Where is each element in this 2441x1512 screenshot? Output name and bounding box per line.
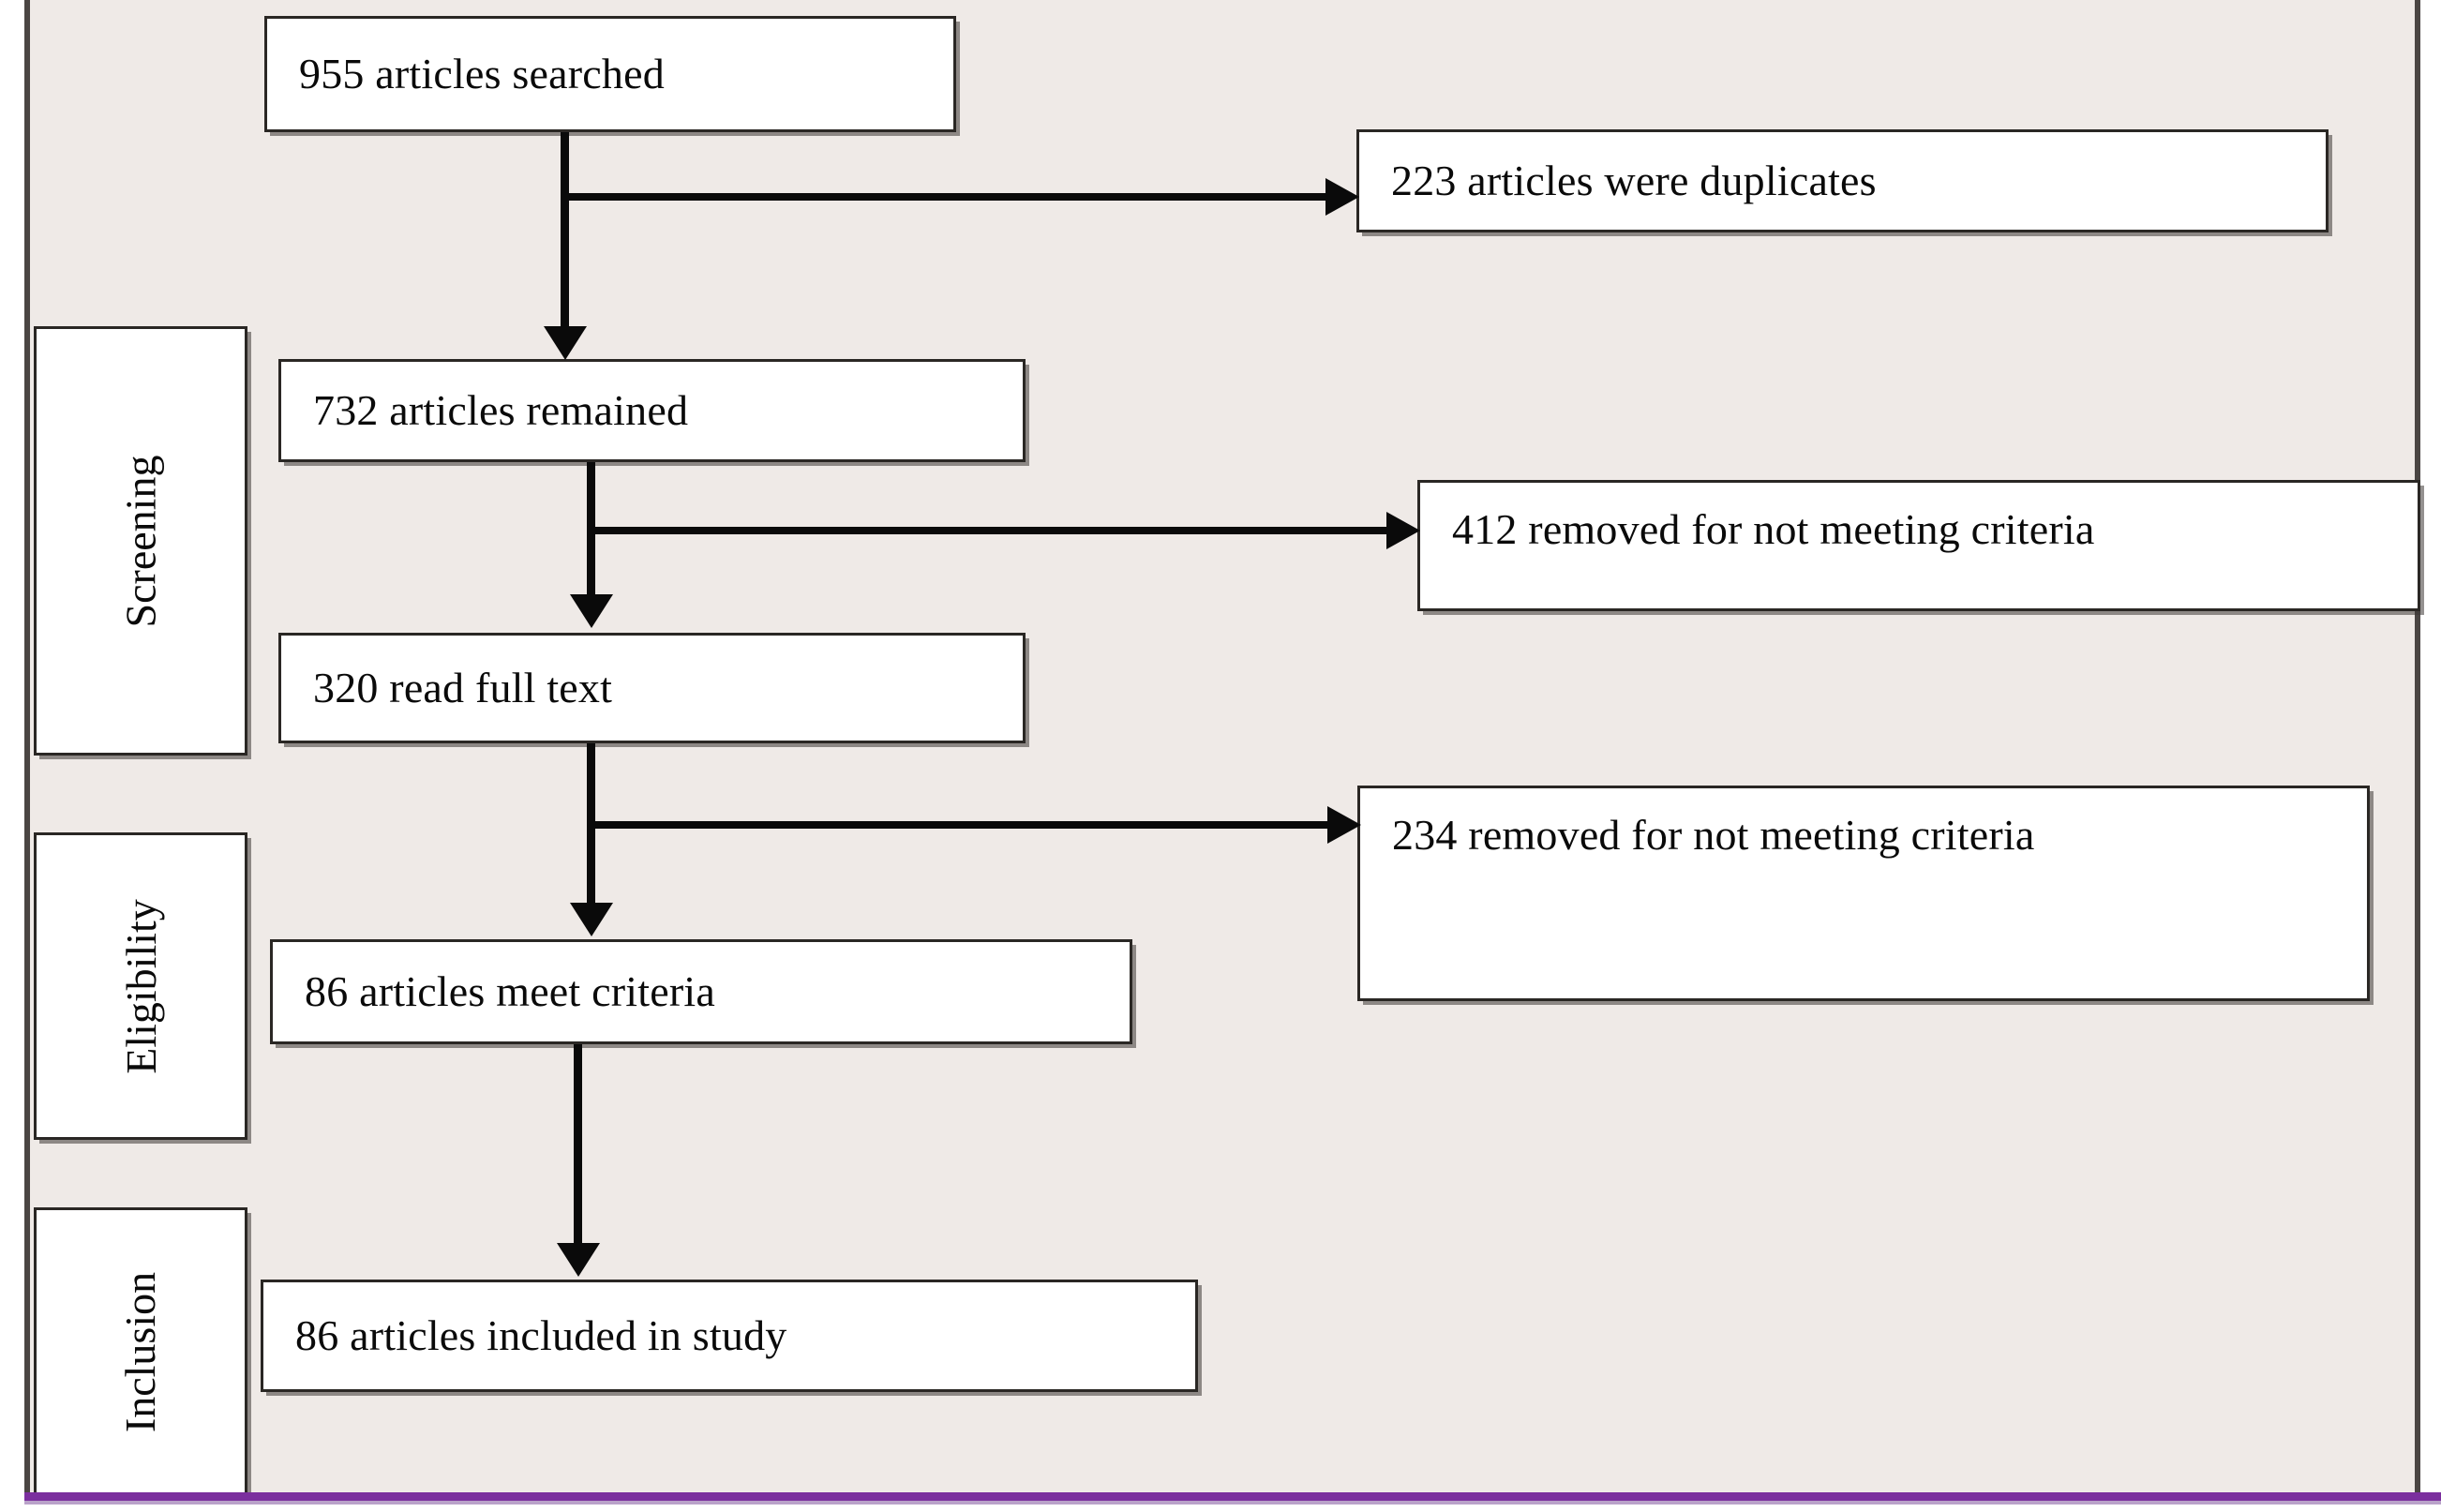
- connector-searched-trunk: [561, 132, 569, 334]
- connector-fulltext-to-removed2-arrowhead: [1327, 806, 1361, 844]
- flow-box-included-in-study-text: 86 articles included in study: [295, 1310, 787, 1359]
- connector-remained-to-fulltext-arrowhead: [570, 594, 613, 628]
- connector-fulltext-to-meet-arrowhead: [570, 903, 613, 936]
- stage-label-eligibility-text: Eligibility: [116, 898, 165, 1074]
- connector-searched-to-duplicates-arrowhead: [1325, 178, 1359, 216]
- flow-box-removed-not-meeting-criteria-2: 234 removed for not meeting criteria: [1357, 786, 2370, 1001]
- diagram-panel: [24, 0, 2420, 1498]
- flow-box-articles-searched: 955 articles searched: [264, 16, 956, 132]
- flow-box-removed-not-meeting-criteria-2-text: 234 removed for not meeting criteria: [1392, 811, 2035, 859]
- flow-box-read-full-text-text: 320 read full text: [313, 663, 613, 711]
- stage-label-eligibility: Eligibility: [34, 832, 247, 1140]
- flow-box-meet-criteria-text: 86 articles meet criteria: [305, 966, 715, 1015]
- flow-box-removed-not-meeting-criteria-1: 412 removed for not meeting criteria: [1417, 480, 2420, 611]
- flow-box-meet-criteria: 86 articles meet criteria: [270, 939, 1132, 1044]
- connector-searched-to-remained-arrowhead: [544, 326, 587, 360]
- flow-box-removed-not-meeting-criteria-1-text: 412 removed for not meeting criteria: [1452, 505, 2095, 553]
- stage-label-screening-text: Screening: [116, 455, 165, 627]
- connector-meet-to-included-arrowhead: [557, 1243, 600, 1277]
- connector-remained-to-removed1-line: [591, 527, 1392, 534]
- flow-box-articles-remained: 732 articles remained: [278, 359, 1026, 462]
- flow-box-duplicates: 223 articles were duplicates: [1356, 129, 2329, 232]
- stage-label-inclusion-text: Inclusion: [116, 1271, 165, 1432]
- connector-meet-to-included-line: [574, 1044, 582, 1249]
- flow-box-articles-searched-text: 955 articles searched: [299, 49, 665, 97]
- stage-label-screening: Screening: [34, 326, 247, 756]
- bottom-accent-rule: [24, 1492, 2441, 1501]
- flow-box-duplicates-text: 223 articles were duplicates: [1391, 156, 1877, 204]
- connector-searched-to-duplicates-line: [564, 193, 1331, 201]
- stage-label-inclusion: Inclusion: [34, 1207, 247, 1496]
- flow-box-included-in-study: 86 articles included in study: [261, 1280, 1198, 1392]
- flow-box-articles-remained-text: 732 articles remained: [313, 385, 689, 434]
- connector-remained-to-removed1-arrowhead: [1386, 512, 1420, 549]
- connector-fulltext-to-removed2-line: [591, 821, 1333, 829]
- flow-box-read-full-text: 320 read full text: [278, 633, 1026, 743]
- bottom-accent-rule-secondary: [24, 1501, 2441, 1505]
